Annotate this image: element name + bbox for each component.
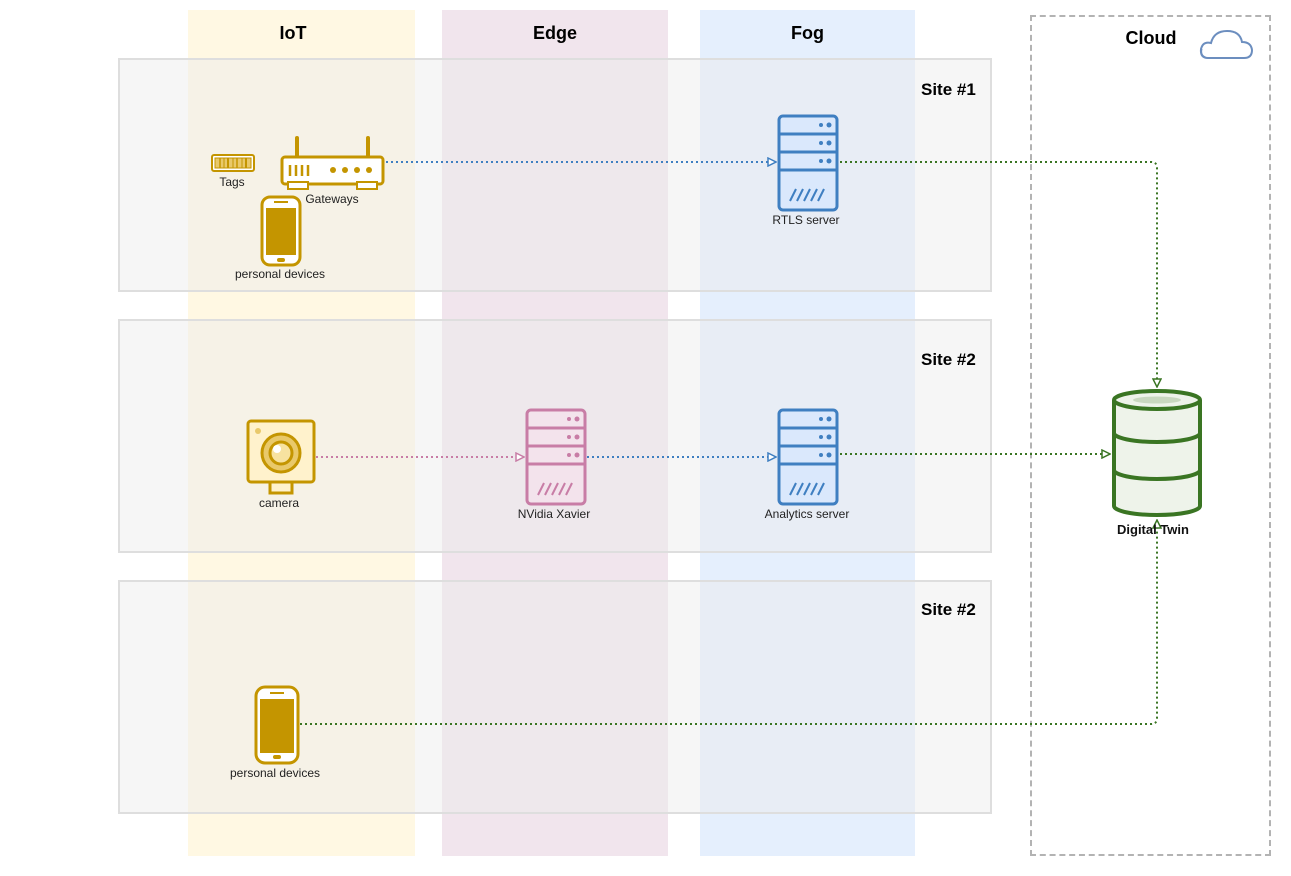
- rtls-server-label: RTLS server: [772, 213, 840, 227]
- personal-devices-label: personal devices: [229, 766, 321, 780]
- router-icon: [280, 136, 385, 190]
- fog-title: Fog: [791, 23, 824, 43]
- smartphone-icon: [260, 195, 302, 267]
- cloud-boundary: [1030, 15, 1271, 856]
- digital-twin-label: Digital Twin: [1117, 522, 1189, 537]
- gateways-label: Gateways: [305, 192, 359, 206]
- nvidia-xavier-label: NVidia Xavier: [517, 507, 591, 521]
- connector-personal-devices-to-digital-twin: [300, 520, 1157, 725]
- database-icon: [1112, 389, 1202, 517]
- connector-rtls-to-digital-twin: [840, 161, 1157, 387]
- camera-icon: [246, 419, 316, 495]
- cloud-title: Cloud: [1125, 28, 1177, 48]
- edge-title: Edge: [532, 23, 577, 43]
- analytics-server-label: Analytics server: [764, 507, 850, 521]
- iot-title: IoT: [279, 23, 307, 43]
- nvidia-xavier-server-icon: [525, 408, 587, 506]
- site-1-title: Site #1: [921, 80, 976, 99]
- personal-devices-label: personal devices: [234, 267, 326, 281]
- cloud-icon: [1199, 29, 1254, 59]
- site-2-title: Site #2: [921, 350, 976, 369]
- smartphone-icon: [254, 685, 300, 765]
- tags-label: Tags: [219, 175, 245, 189]
- rfid-tag-icon: [211, 154, 255, 172]
- analytics-server-icon: [777, 408, 839, 506]
- site-3-title: Site #2: [921, 600, 976, 619]
- camera-label: camera: [258, 496, 299, 510]
- rtls-server-icon: [777, 114, 839, 212]
